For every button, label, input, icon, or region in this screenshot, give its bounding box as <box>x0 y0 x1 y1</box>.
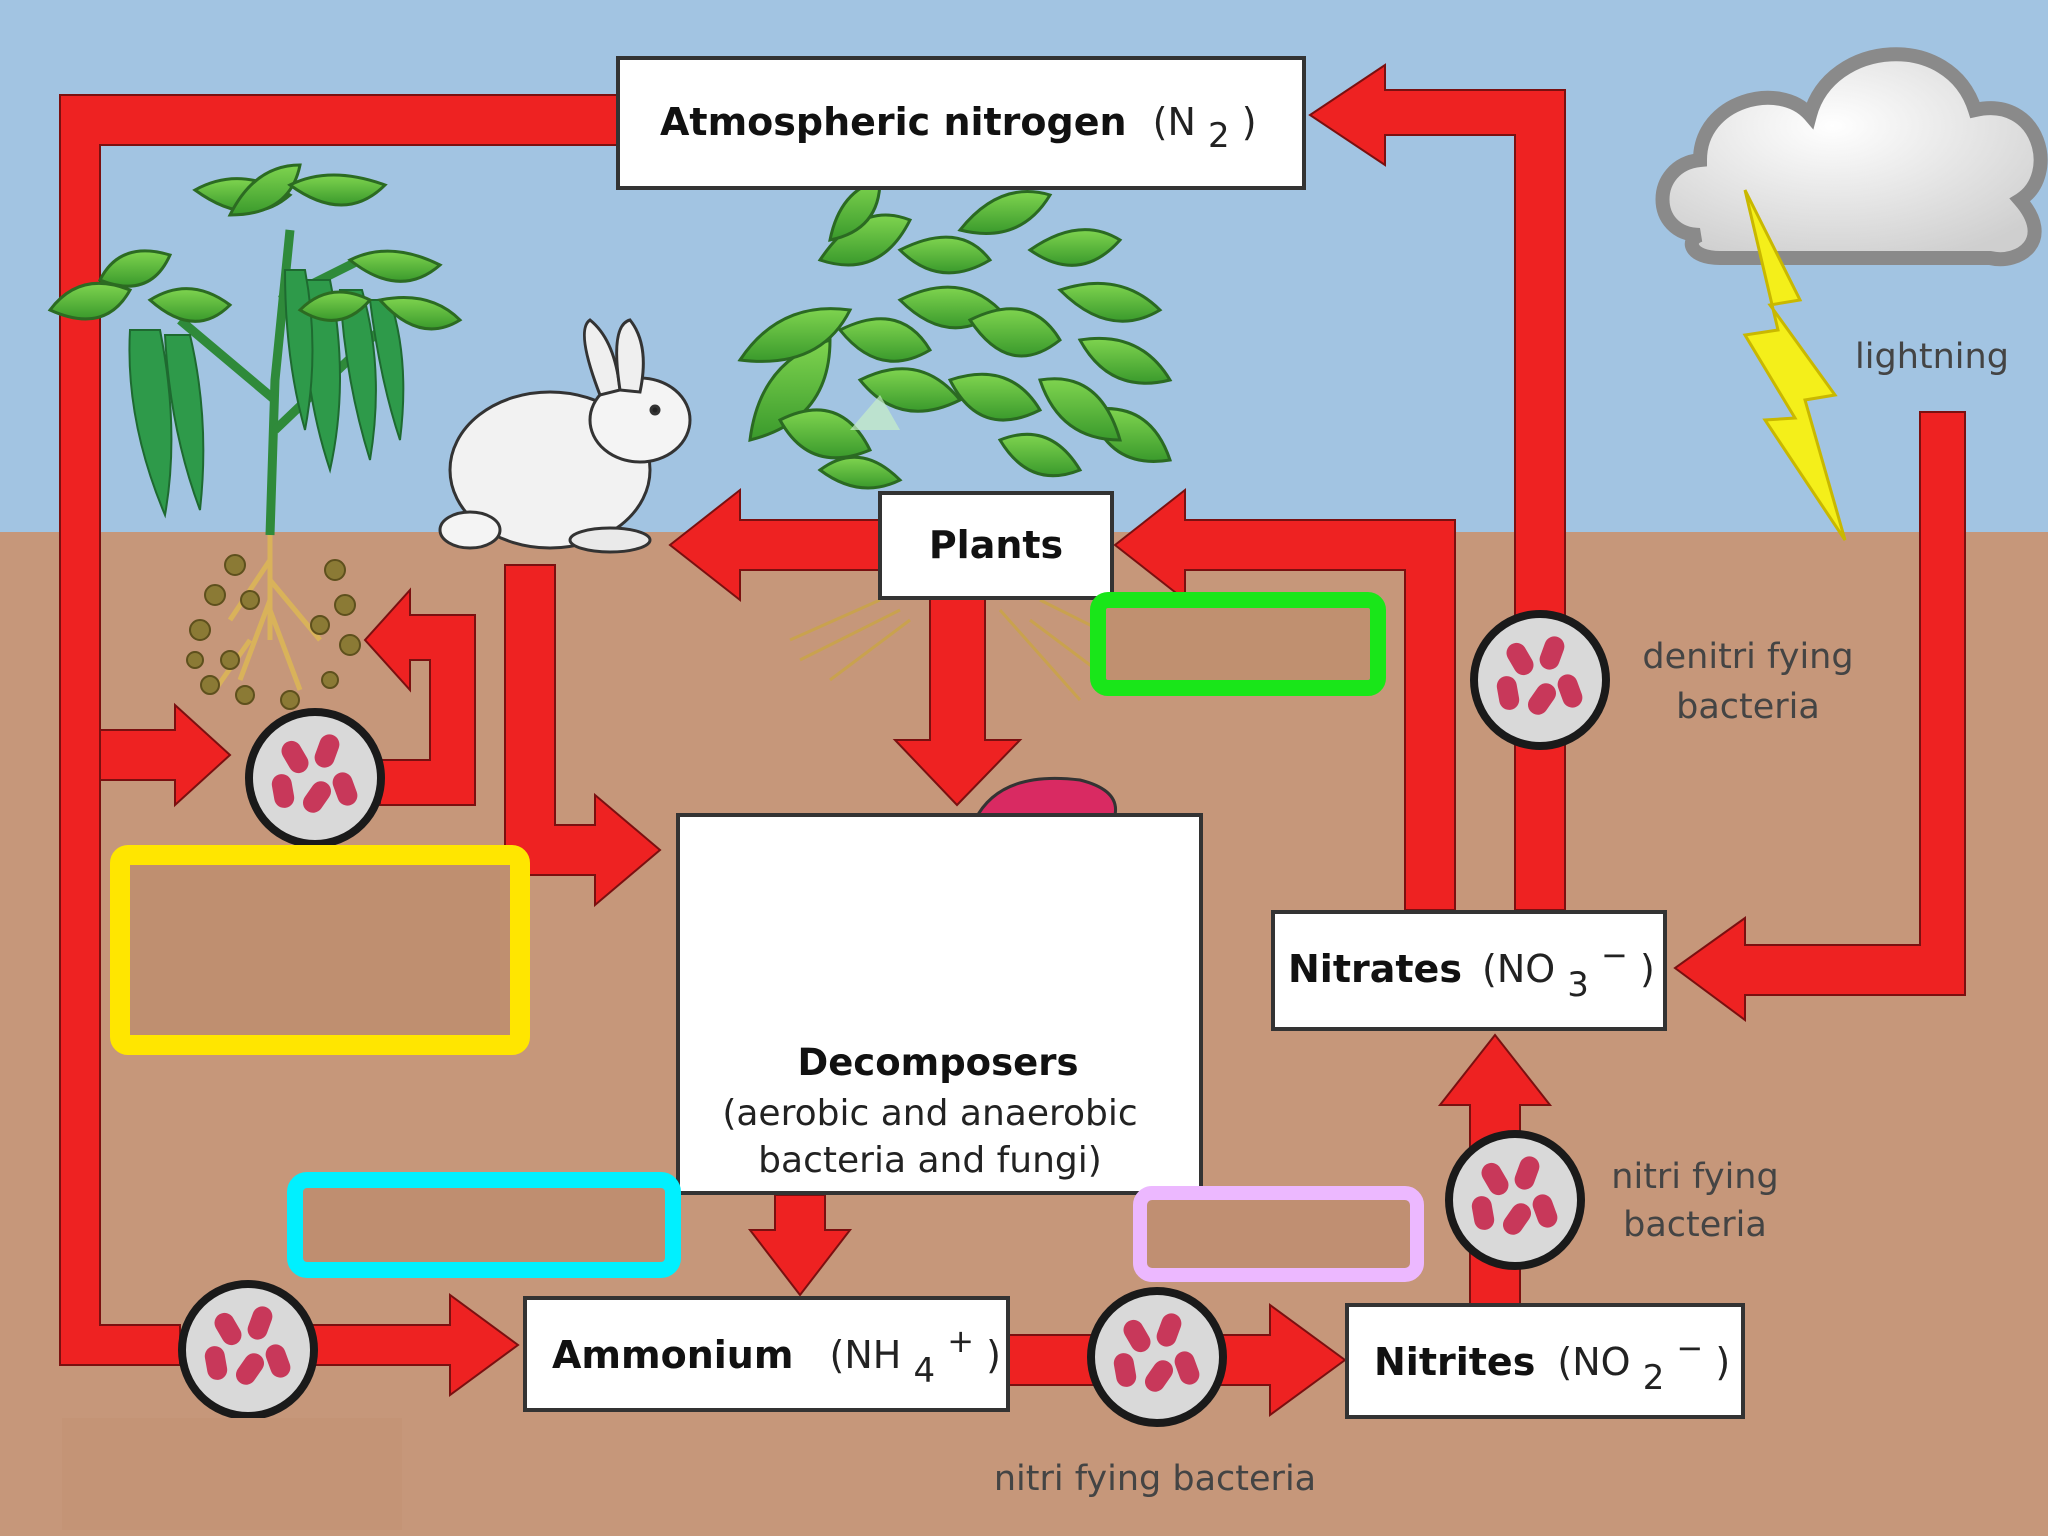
lightning-label: lightning <box>1855 337 2009 377</box>
decomposers-line2: bacteria and fungi) <box>758 1140 1102 1181</box>
blank-label-cyan[interactable] <box>287 1172 681 1278</box>
arrow-nitrates-to-plants <box>1113 487 1456 911</box>
arrow-animals-to-decomposers <box>504 564 662 908</box>
masked-patch-bottom-left <box>62 1418 402 1530</box>
bacteria-ammonifying-icon <box>182 1284 314 1416</box>
node-atmospheric-nitrogen: Atmospheric nitrogen (N 2 ) <box>616 56 1306 190</box>
nitrates-sub: 3 <box>1567 965 1589 1005</box>
bacteria-nitrifying-bottom-icon <box>1091 1291 1223 1423</box>
arrow-plants-to-animals <box>668 487 881 603</box>
arrow-lightning-to-nitrates <box>1673 411 1966 1022</box>
blank-label-green[interactable] <box>1090 592 1386 696</box>
ammonium-sup: + <box>947 1322 974 1360</box>
decomposers-title: Decomposers <box>797 1041 1078 1084</box>
bacteria-denitrifying-icon <box>1474 614 1606 746</box>
denitrifying-label-line2: bacteria <box>1676 687 1820 727</box>
nitrates-formula: (NO <box>1482 947 1555 991</box>
nitrates-sup: − <box>1601 936 1628 974</box>
atmospheric-label: Atmospheric nitrogen <box>660 100 1127 144</box>
nitrites-sub: 2 <box>1643 1358 1665 1398</box>
arrow-plants-to-decomposers <box>892 589 1023 807</box>
svg-text:Ammonium (NH 4: Ammonium (NH 4 + ) <box>552 1317 1001 1391</box>
nitrites-formula: (NO <box>1557 1340 1630 1384</box>
ammonium-sub: 4 <box>913 1351 935 1391</box>
arrow-atmosphere-left-loop <box>59 94 619 1366</box>
arrow-decomposers-to-ammonium <box>747 1194 853 1297</box>
svg-text:Atmospheric nitrogen (N: Atmospheric nitrogen (N 2 ) <box>660 100 1257 156</box>
node-nitrates: Nitrates (NO 3 − ) <box>1271 910 1667 1031</box>
ammonium-label: Ammonium <box>552 1333 793 1377</box>
rabbit <box>438 318 692 554</box>
node-plants: Plants <box>878 491 1114 600</box>
ammonium-close: ) <box>986 1333 1001 1377</box>
svg-text:Nitrates (NO 3: Nitrates (NO 3 − ) <box>1288 931 1655 1005</box>
blank-label-lavender[interactable] <box>1133 1186 1424 1282</box>
svg-text:Nitrites (NO 2: Nitrites (NO 2 − ) <box>1374 1324 1730 1398</box>
arrow-nodule-to-legume-roots <box>363 587 476 806</box>
nitrites-sup: − <box>1676 1329 1703 1367</box>
atmospheric-formula: (N <box>1153 100 1196 144</box>
bacteria-nodule-icon <box>249 712 381 844</box>
node-nitrites: Nitrites (NO 2 − ) <box>1345 1303 1745 1419</box>
arrow-denitrification <box>1308 63 1566 911</box>
node-decomposers: Decomposers (aerobic and anaerobic bacte… <box>676 813 1203 1195</box>
lightning-bolt-icon <box>1742 189 1847 541</box>
nitrates-label: Nitrates <box>1288 947 1462 991</box>
arrow-to-nodule-bacteria <box>99 702 232 808</box>
nitrites-label: Nitrites <box>1374 1340 1535 1384</box>
bush <box>737 178 1173 701</box>
nitrifying-bottom-label: nitri fying bacteria <box>994 1459 1316 1499</box>
node-ammonium: Ammonium (NH 4 + ) <box>523 1296 1010 1412</box>
nitrifying-right-label-line1: nitri fying <box>1611 1157 1778 1197</box>
storm-cloud <box>1655 47 2048 267</box>
arrow-to-ammonium <box>289 1293 520 1397</box>
blank-label-yellow[interactable] <box>110 845 530 1055</box>
atmospheric-close: ) <box>1242 100 1257 144</box>
nitrites-close: ) <box>1715 1340 1730 1384</box>
bacteria-nitrifying-right-icon <box>1449 1134 1581 1266</box>
nitrates-close: ) <box>1640 947 1655 991</box>
legume-plant <box>47 163 463 710</box>
decomposers-line1: (aerobic and anaerobic <box>722 1093 1137 1134</box>
plants-label: Plants <box>929 523 1063 567</box>
nitrifying-right-label-line2: bacteria <box>1623 1205 1767 1245</box>
atmospheric-sub: 2 <box>1208 116 1230 156</box>
ammonium-formula: (NH <box>830 1333 902 1377</box>
denitrifying-label-line1: denitri fying <box>1642 637 1853 677</box>
